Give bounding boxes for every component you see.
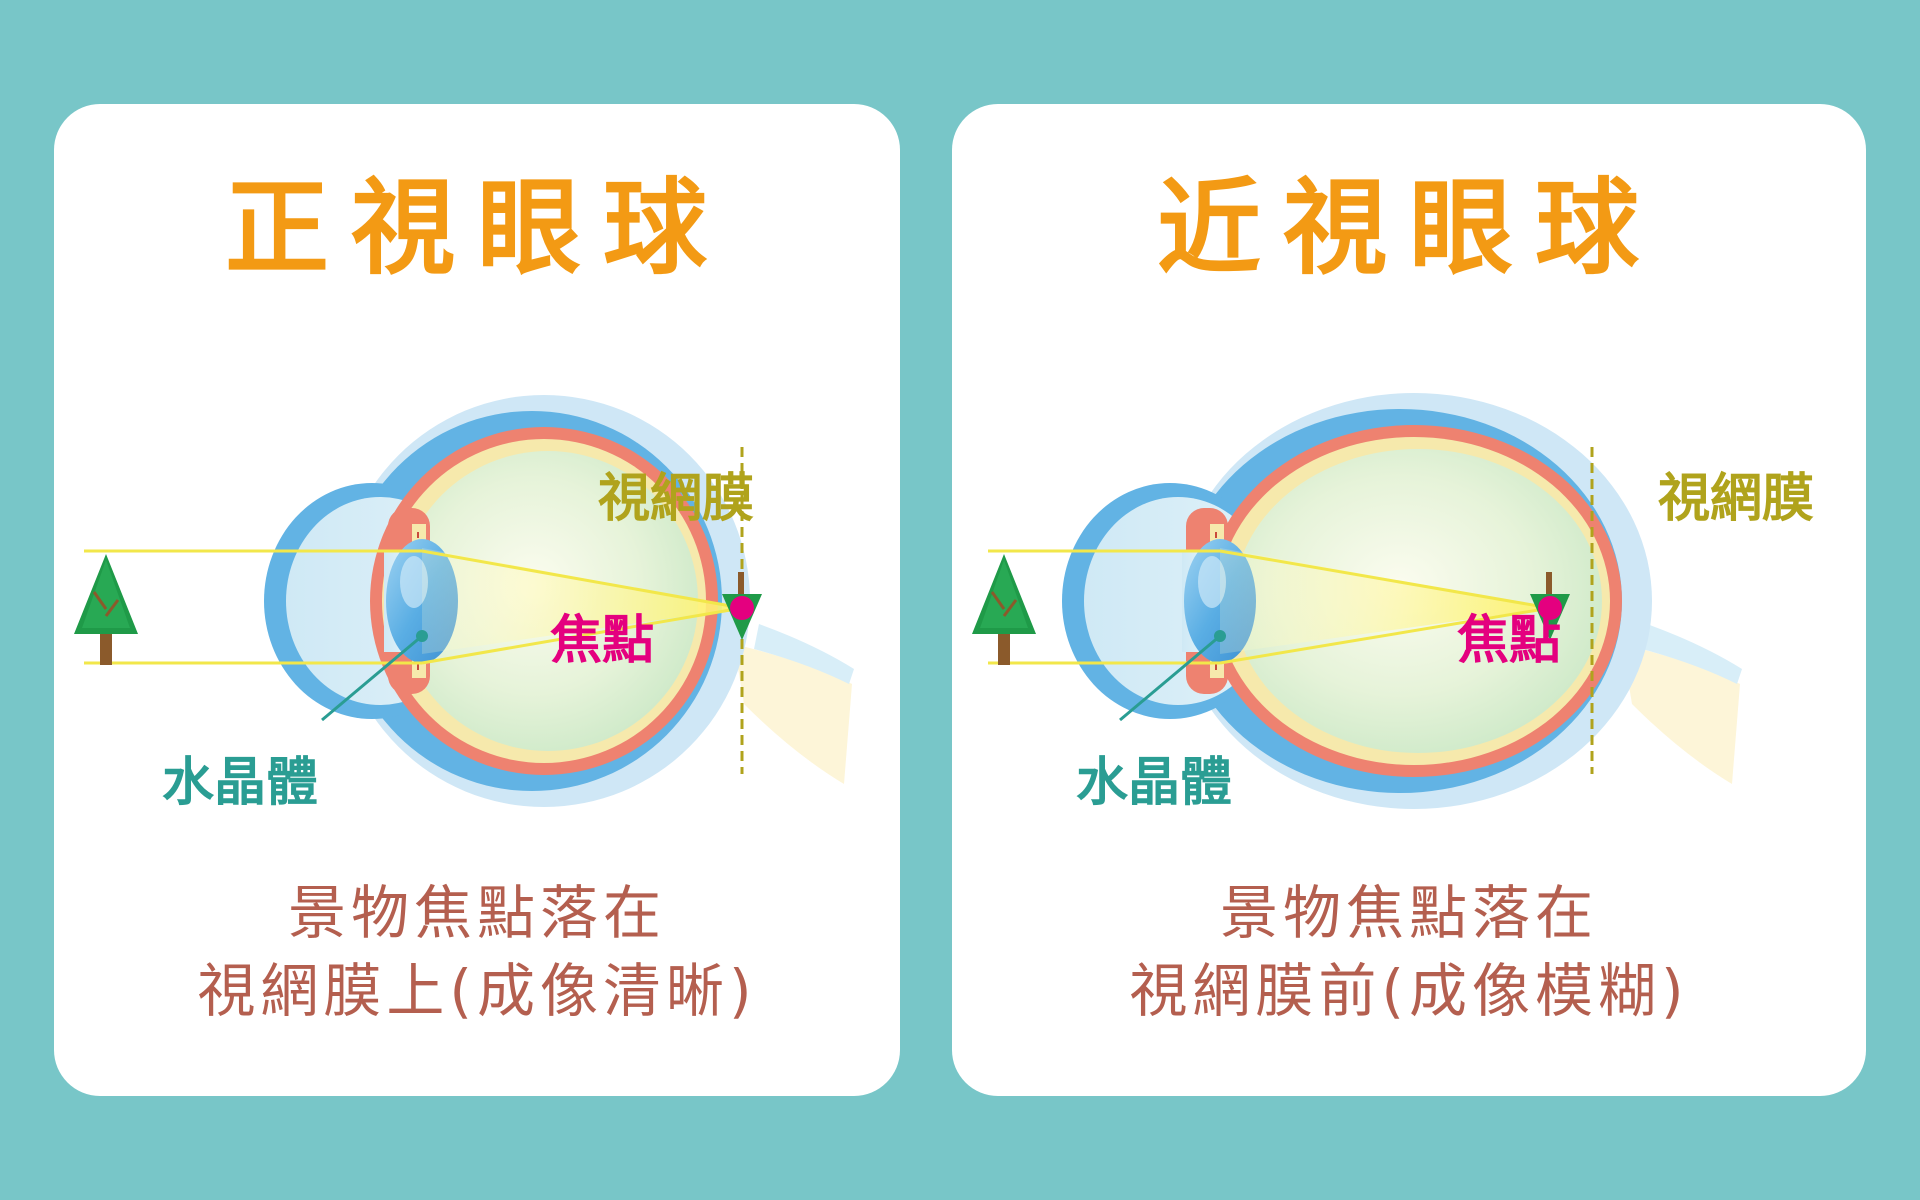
panel-caption: 景物焦點落在 視網膜前(成像模糊) — [952, 874, 1866, 1030]
tree-object-icon — [972, 554, 1036, 665]
tree-object-icon — [74, 554, 138, 665]
caption-line-1: 景物焦點落在 — [287, 879, 666, 947]
optic-nerve-sheath — [1642, 624, 1742, 684]
caption-line-1: 景物焦點落在 — [1219, 879, 1598, 947]
panel-title: 正視眼球 — [224, 167, 729, 289]
lens-label: 水晶體 — [162, 753, 318, 813]
myopic-eye-diagram: 視網膜 焦點 水晶體 — [972, 393, 1814, 813]
focus-label: 焦點 — [550, 611, 654, 671]
panel-caption: 景物焦點落在 視網膜上(成像清晰) — [54, 874, 900, 1030]
optic-nerve — [734, 644, 852, 784]
optic-nerve-sheath — [754, 624, 854, 684]
caption-line-2: 視網膜前(成像模糊) — [1129, 957, 1689, 1025]
retina-label: 視網膜 — [598, 469, 754, 529]
lens-pointer-dot — [416, 630, 428, 642]
myopic-eye-panel: 近視眼球 — [952, 104, 1866, 1096]
caption-line-2: 視網膜上(成像清晰) — [197, 957, 757, 1025]
lens-pointer-line — [1119, 634, 1221, 722]
light-cone — [1220, 548, 1550, 654]
lens-label: 水晶體 — [1076, 753, 1232, 813]
focal-point — [1538, 596, 1562, 620]
lens-pointer-line — [321, 634, 423, 722]
normal-eye-panel: 正視眼球 — [54, 104, 900, 1096]
normal-eye-diagram: 視網膜 焦點 水晶體 — [74, 395, 854, 813]
focal-point — [730, 596, 754, 620]
optic-nerve — [1622, 644, 1740, 784]
retina-label: 視網膜 — [1658, 469, 1814, 529]
panel-title: 近視眼球 — [1156, 167, 1661, 289]
focus-label: 焦點 — [1457, 611, 1561, 671]
lens-pointer-dot — [1214, 630, 1226, 642]
light-cone — [422, 548, 742, 654]
